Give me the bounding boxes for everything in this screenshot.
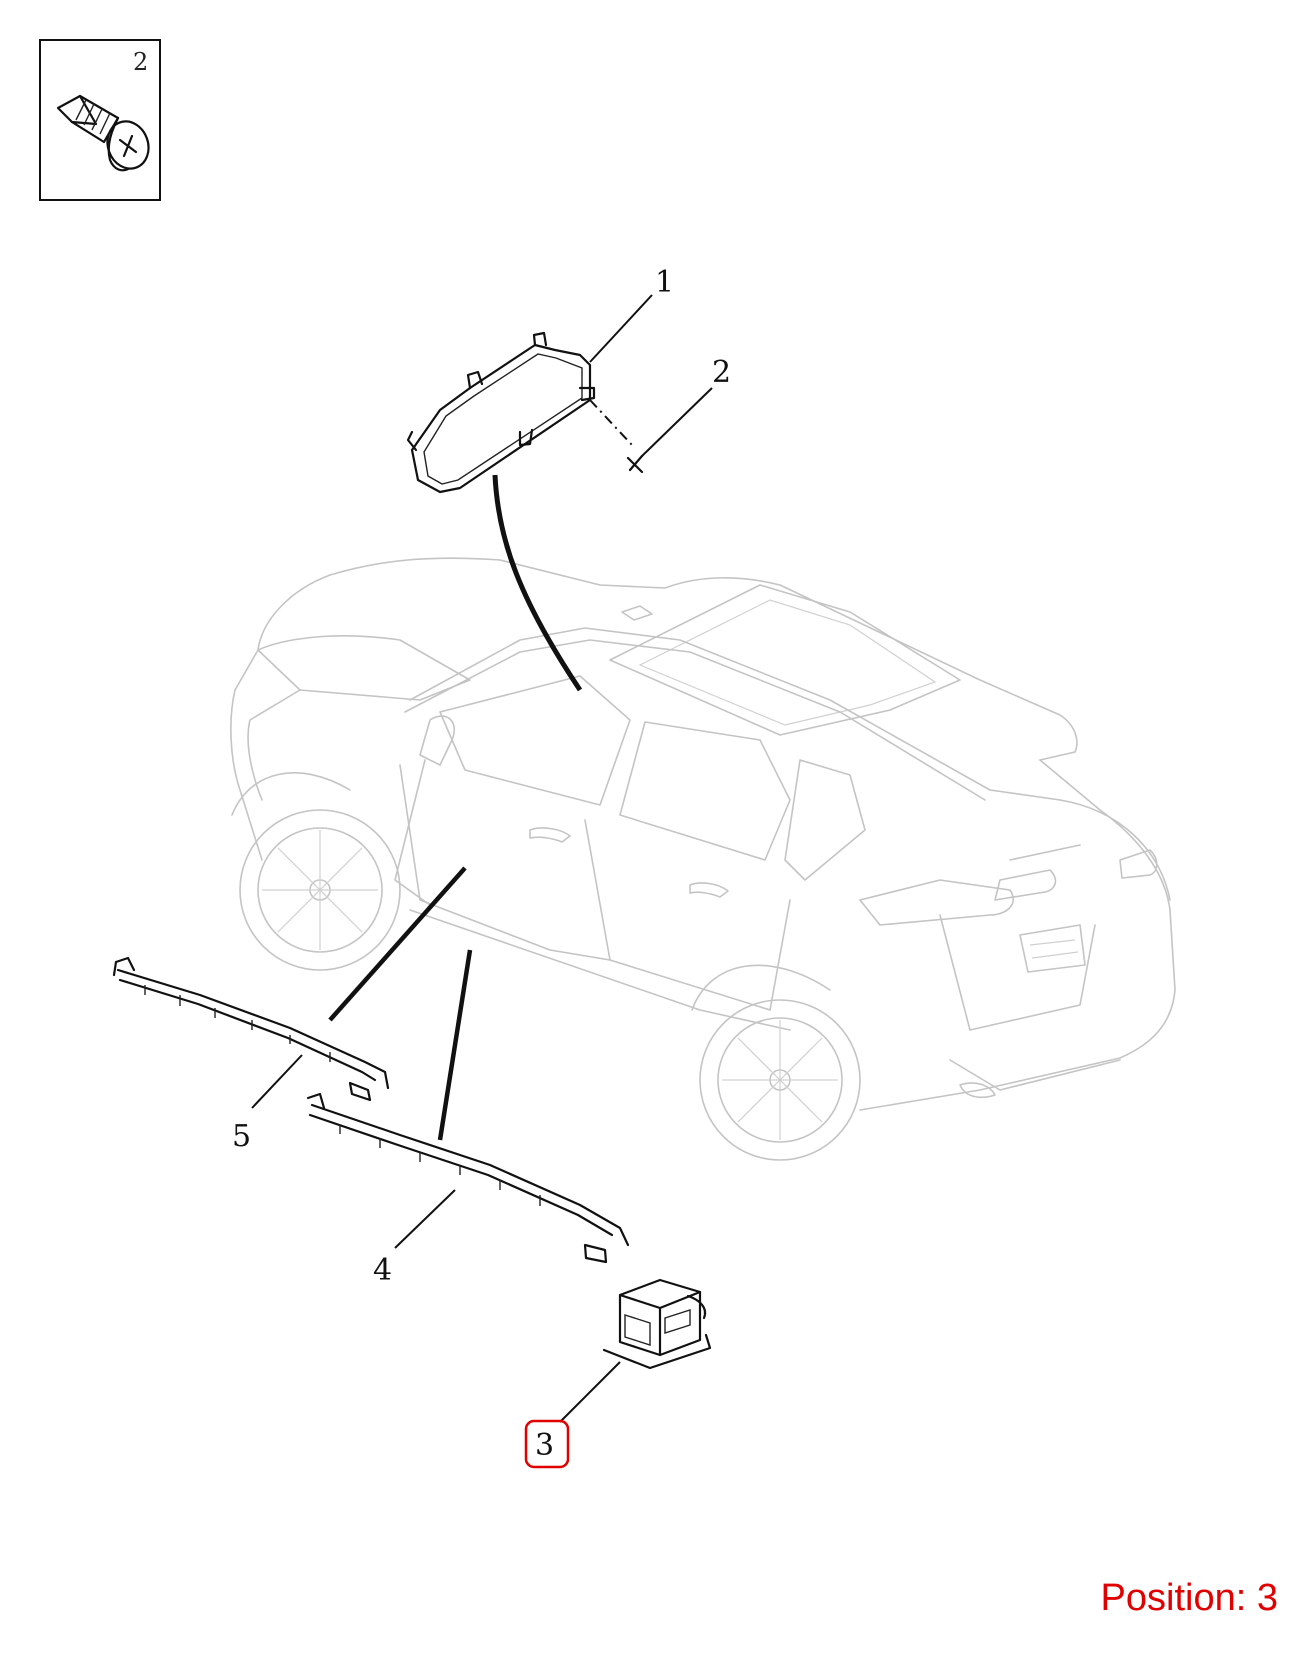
upper-light-strip-icon <box>112 956 390 1102</box>
suv-outline-icon <box>230 557 1176 1161</box>
screw-icon <box>626 454 644 474</box>
callout-2[interactable]: 2 <box>712 355 731 390</box>
lower-light-strip-icon <box>306 1092 630 1264</box>
callout-3[interactable]: 3 <box>535 1428 554 1463</box>
inset-number: 2 <box>133 48 148 76</box>
screw-inset: 2 <box>39 39 161 201</box>
light-module-icon <box>602 1278 712 1370</box>
callout-5[interactable]: 5 <box>232 1119 251 1154</box>
highlighted-callout-3[interactable]: 3 <box>524 1419 570 1469</box>
roof-ambient-light-bracket-icon <box>406 331 596 494</box>
callout-leaders <box>251 294 713 1423</box>
position-label: Position: 3 <box>1100 1577 1278 1619</box>
callout-1[interactable]: 1 <box>655 265 674 300</box>
leader-curves <box>328 474 583 1141</box>
callout-4[interactable]: 4 <box>373 1253 392 1288</box>
self-tapping-screw-icon <box>56 94 150 172</box>
